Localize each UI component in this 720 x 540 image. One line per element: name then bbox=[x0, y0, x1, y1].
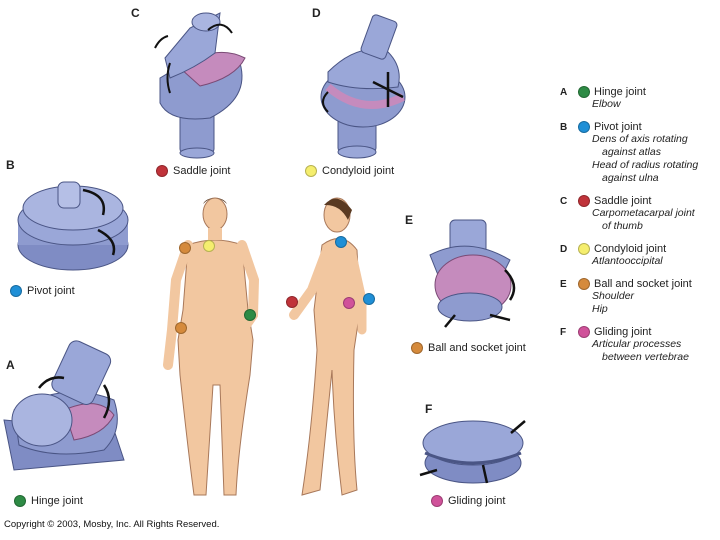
caption-hinge-text: Hinge joint bbox=[31, 495, 83, 507]
caption-condyloid: Condyloid joint bbox=[305, 165, 394, 177]
legend-letter: E bbox=[560, 278, 567, 290]
legend-name: Condyloid joint bbox=[594, 243, 667, 255]
legend-name: Ball and socket joint bbox=[594, 278, 692, 290]
copyright-notice: Copyright © 2003, Mosby, Inc. All Rights… bbox=[4, 519, 220, 530]
thumb-saddle-dot bbox=[286, 296, 298, 308]
saddle-joint-illustration bbox=[154, 12, 246, 159]
caption-gliding: Gliding joint bbox=[431, 495, 505, 507]
legend-example: Shoulder Hip bbox=[560, 290, 720, 316]
human-figure-front bbox=[163, 197, 260, 496]
legend-item-hinge: A Hinge joint Elbow bbox=[560, 86, 720, 111]
legend-gliding-dot bbox=[578, 326, 590, 338]
legend: A Hinge joint Elbow B Pivot joint Dens o… bbox=[560, 86, 720, 374]
gliding-dot bbox=[431, 495, 443, 507]
legend-hinge-dot bbox=[578, 86, 590, 98]
caption-hinge: Hinge joint bbox=[14, 495, 83, 507]
label-a: A bbox=[6, 358, 15, 372]
hip-ball-socket-dot bbox=[175, 322, 187, 334]
legend-example-line: between vertebrae bbox=[602, 351, 689, 363]
saddle-dot bbox=[156, 165, 168, 177]
legend-letter: D bbox=[560, 243, 568, 255]
label-d: D bbox=[312, 6, 321, 20]
spine-gliding-dot bbox=[343, 297, 355, 309]
caption-ball-socket-text: Ball and socket joint bbox=[428, 342, 526, 354]
pivot-joint-illustration bbox=[17, 181, 129, 271]
legend-letter: B bbox=[560, 121, 568, 133]
caption-gliding-text: Gliding joint bbox=[448, 495, 506, 507]
legend-example-line: Atlantooccipital bbox=[592, 255, 663, 267]
legend-letter: C bbox=[560, 195, 568, 207]
neck-pivot-dot bbox=[335, 236, 347, 248]
legend-item-pivot: B Pivot joint Dens of axis rotating agai… bbox=[560, 121, 720, 185]
condyloid-dot bbox=[305, 165, 317, 177]
ball-and-socket-joint-illustration bbox=[429, 219, 516, 328]
legend-name: Hinge joint bbox=[594, 86, 646, 98]
legend-item-saddle: C Saddle joint Carpometacarpal joint of … bbox=[560, 195, 720, 233]
label-c: C bbox=[131, 6, 140, 20]
label-e: E bbox=[405, 213, 414, 227]
gliding-joint-illustration bbox=[419, 420, 526, 484]
caption-pivot: Pivot joint bbox=[10, 285, 75, 297]
legend-example-line: Hip bbox=[592, 303, 608, 315]
label-b: B bbox=[6, 158, 15, 172]
legend-example-line: against atlas bbox=[602, 146, 661, 158]
legend-saddle-dot bbox=[578, 195, 590, 207]
label-f: F bbox=[425, 402, 433, 416]
caption-saddle-text: Saddle joint bbox=[173, 165, 231, 177]
caption-saddle: Saddle joint bbox=[156, 165, 231, 177]
legend-example-line: Shoulder bbox=[592, 290, 635, 302]
legend-example-line: Head of radius rotating bbox=[592, 159, 699, 171]
legend-example-line: Carpometacarpal joint bbox=[592, 207, 695, 219]
legend-example: Dens of axis rotating against atlas Head… bbox=[560, 133, 720, 185]
pivot-dot bbox=[10, 285, 22, 297]
legend-item-condyloid: D Condyloid joint Atlantooccipital bbox=[560, 243, 720, 268]
legend-example-line: against ulna bbox=[602, 172, 659, 184]
legend-example-line: of thumb bbox=[602, 220, 643, 232]
legend-item-gliding: F Gliding joint Articular processes betw… bbox=[560, 326, 720, 364]
legend-name: Pivot joint bbox=[594, 121, 642, 133]
legend-condyloid-dot bbox=[578, 243, 590, 255]
legend-name: Saddle joint bbox=[594, 195, 652, 207]
legend-example: Elbow bbox=[560, 98, 720, 111]
caption-pivot-text: Pivot joint bbox=[27, 285, 75, 297]
legend-example-line: Elbow bbox=[592, 98, 621, 110]
legend-letter: A bbox=[560, 86, 568, 98]
hinge-joint-illustration bbox=[3, 340, 125, 471]
legend-letter: F bbox=[560, 326, 567, 338]
legend-example: Carpometacarpal joint of thumb bbox=[560, 207, 720, 233]
condyloid-joint-illustration bbox=[320, 14, 406, 159]
elbow-hinge-dot bbox=[244, 309, 256, 321]
neck-condyloid-dot bbox=[203, 240, 215, 252]
legend-example: Articular processes between vertebrae bbox=[560, 338, 720, 364]
legend-example-line: Dens of axis rotating bbox=[592, 133, 688, 145]
legend-example-line: Articular processes bbox=[592, 338, 682, 350]
hinge-dot bbox=[14, 495, 26, 507]
legend-name: Gliding joint bbox=[594, 326, 652, 338]
elbow-pivot-dot bbox=[363, 293, 375, 305]
shoulder-ball-socket-dot bbox=[179, 242, 191, 254]
caption-ball-socket: Ball and socket joint bbox=[411, 342, 526, 354]
legend-item-ball-socket: E Ball and socket joint Shoulder Hip bbox=[560, 278, 720, 316]
legend-example: Atlantooccipital bbox=[560, 255, 720, 268]
ball-socket-dot bbox=[411, 342, 423, 354]
caption-condyloid-text: Condyloid joint bbox=[322, 165, 395, 177]
legend-pivot-dot bbox=[578, 121, 590, 133]
legend-ball-socket-dot bbox=[578, 278, 590, 290]
